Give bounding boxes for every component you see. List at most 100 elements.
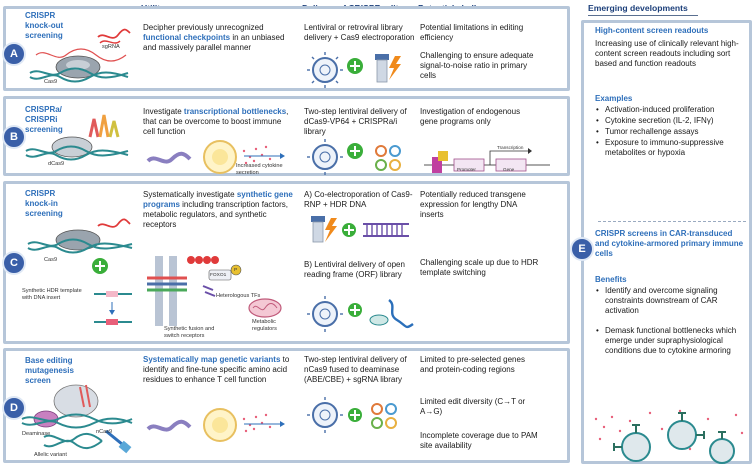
hdr-dna-icon	[363, 223, 409, 237]
t-cell-secretion-graphic	[146, 408, 285, 442]
electroporation-cuvette-icon	[375, 54, 389, 83]
cas9-dna-graphic	[29, 28, 131, 83]
row-b-panel: CRISPRa/ CRISPRi screening dCas9 Investi…	[2, 96, 570, 176]
row-d-panel: Base editing mutagenesis screen Deaminas…	[2, 348, 570, 463]
transcription-label: Transcription	[497, 145, 524, 150]
row-b-delivery: Two-step lentiviral delivery of dCas9-VP…	[304, 107, 407, 136]
benefits-list: Identify and overcome signaling constrai…	[595, 286, 745, 357]
row-c-panel: CRISPR knock-in screening Cas9 Synthetic…	[2, 181, 570, 344]
plasmid-icon	[371, 403, 397, 429]
ncas9-icon	[53, 384, 99, 418]
mitochondrion-icon	[248, 298, 282, 318]
plus-icon	[347, 58, 363, 74]
row-c-delivery-b: B) Lentiviral delivery of open reading f…	[304, 260, 405, 279]
pipette-icon	[105, 429, 132, 454]
lightning-icon	[389, 56, 401, 80]
promoter-gene-graphic	[424, 148, 550, 173]
cytokine-label: Increased cytokine secretion	[236, 163, 283, 176]
row-a-panel: CRISPR knock-out screening sgRNA Cas9 De…	[2, 6, 570, 91]
section1-title: High-content screen readouts	[595, 26, 709, 35]
virus-icon	[307, 397, 343, 433]
example-item: Cytokine secretion (IL-2, IFNγ)	[595, 116, 745, 126]
lightning-icon	[325, 218, 337, 242]
car-t-cells-graphic	[594, 409, 744, 464]
emerging-header: Emerging developments	[588, 3, 688, 13]
ncas9-label: nCas9	[96, 429, 113, 435]
plasmid-icon	[375, 145, 401, 171]
dcas9-graphic	[25, 114, 129, 161]
row-a-delivery: Lentiviral or retroviral library deliver…	[304, 23, 415, 42]
car-t-cell-icon	[667, 412, 705, 450]
cas9-label-c: Cas9	[44, 257, 58, 263]
benefit-item: Identify and overcome signaling constrai…	[595, 286, 745, 316]
row-c-delivery-a: A) Co-electroporation of Cas9-RNP + HDR …	[304, 190, 413, 209]
emerging-panel: High-content screen readouts Increasing …	[570, 20, 752, 464]
plus-icon	[348, 303, 362, 317]
row-a-badge: A	[2, 42, 26, 66]
row-a-title: CRISPR knock-out screening	[25, 11, 64, 40]
section1-body: Increasing use of clinically relevant hi…	[595, 39, 739, 68]
row-b-title: CRISPRa/ CRISPRi screening	[25, 105, 63, 134]
allelic-label: Allelic variant	[34, 452, 67, 458]
row-c-badge: C	[2, 251, 26, 275]
examples-list: Activation-induced proliferation Cytokin…	[595, 105, 745, 159]
row-b-challenge-1: Investigation of endogenous gene program…	[420, 107, 521, 126]
row-b-utility: Investigate transcriptional bottlenecks,…	[143, 107, 289, 136]
example-item: Tumor rechallenge assays	[595, 127, 745, 137]
row-d-challenge-1: Limited to pre-selected genes and protei…	[420, 355, 525, 374]
plus-icon	[348, 408, 362, 422]
sgrna-icon	[97, 28, 131, 44]
emerging-badge: E	[570, 237, 594, 261]
row-d-utility: Systematically map genetic variants to i…	[143, 355, 290, 384]
row-d-title: Base editing mutagenesis screen	[25, 356, 74, 385]
metabolic-label: Metabolic regulators	[252, 319, 277, 332]
gene-label: Gene	[503, 167, 515, 172]
cell-secretion-graphic	[146, 140, 285, 174]
orf-library-icon	[369, 299, 414, 329]
promoter-label: Promoter	[457, 167, 476, 172]
row-c-utility: Systematically investigate synthetic gen…	[143, 190, 293, 229]
base-editor-graphic	[21, 384, 133, 454]
virus-icon	[307, 52, 343, 88]
plus-icon	[92, 258, 108, 274]
heterologous-label: Heterologous TFs	[216, 293, 261, 299]
row-d-delivery: Two-step lentiviral delivery of nCas9 fu…	[304, 355, 407, 384]
example-item: Exposure to immuno-suppressive metabolit…	[595, 138, 745, 158]
row-d-challenge-2: Limited edit diversity (C→T or A→G)	[420, 397, 526, 416]
synthetic-fusion-label: Synthetic fusion and switch receptors	[164, 326, 215, 339]
deaminase-label: Deaminase	[22, 431, 51, 437]
row-c-challenge-2: Challenging scale up due to HDR template…	[420, 258, 539, 277]
cas9-label: Cas9	[44, 79, 58, 85]
example-item: Activation-induced proliferation	[595, 105, 745, 115]
benefit-item: Demask functional bottlenecks which emer…	[595, 326, 745, 356]
row-a-challenge-2: Challenging to ensure adequate signal-to…	[420, 51, 534, 80]
synthetic-programs-graphic	[147, 256, 282, 326]
virus-icon	[307, 139, 343, 175]
phospho-label: P	[234, 268, 238, 273]
car-t-cell-icon	[613, 424, 651, 462]
emerging-underline	[588, 15, 698, 16]
row-a-utility: Decipher previously unrecognized functio…	[143, 23, 285, 52]
car-t-cell-icon	[709, 431, 735, 464]
row-c-challenge-1: Potentially reduced transgene expression…	[420, 190, 526, 219]
electroporation-cuvette-icon	[311, 216, 325, 243]
allelic-variant-icon	[43, 433, 103, 449]
foxo1-label: FOXO1	[210, 273, 227, 278]
section2-title: CRISPR screens in CAR-transduced and cyt…	[595, 229, 744, 258]
knock-in-graphic	[27, 218, 133, 274]
hdr-template-label: Synthetic HDR template with DNA insert	[22, 288, 82, 301]
row-b-badge: B	[2, 125, 26, 149]
examples-title: Examples	[595, 94, 633, 103]
section-divider	[598, 221, 746, 222]
virus-icon	[307, 296, 343, 332]
plus-icon	[342, 223, 356, 237]
row-c-title: CRISPR knock-in screening	[25, 189, 63, 218]
dcas9-label: dCas9	[48, 161, 65, 167]
row-d-badge: D	[2, 396, 26, 420]
benefits-title: Benefits	[595, 275, 627, 284]
row-a-challenge-1: Potential limitations in editing efficie…	[420, 23, 524, 42]
plus-icon	[347, 143, 363, 159]
hdr-template-graphic	[94, 291, 132, 325]
row-d-challenge-3: Incomplete coverage due to PAM site avai…	[420, 431, 538, 450]
sgrna-label: sgRNA	[102, 44, 120, 50]
